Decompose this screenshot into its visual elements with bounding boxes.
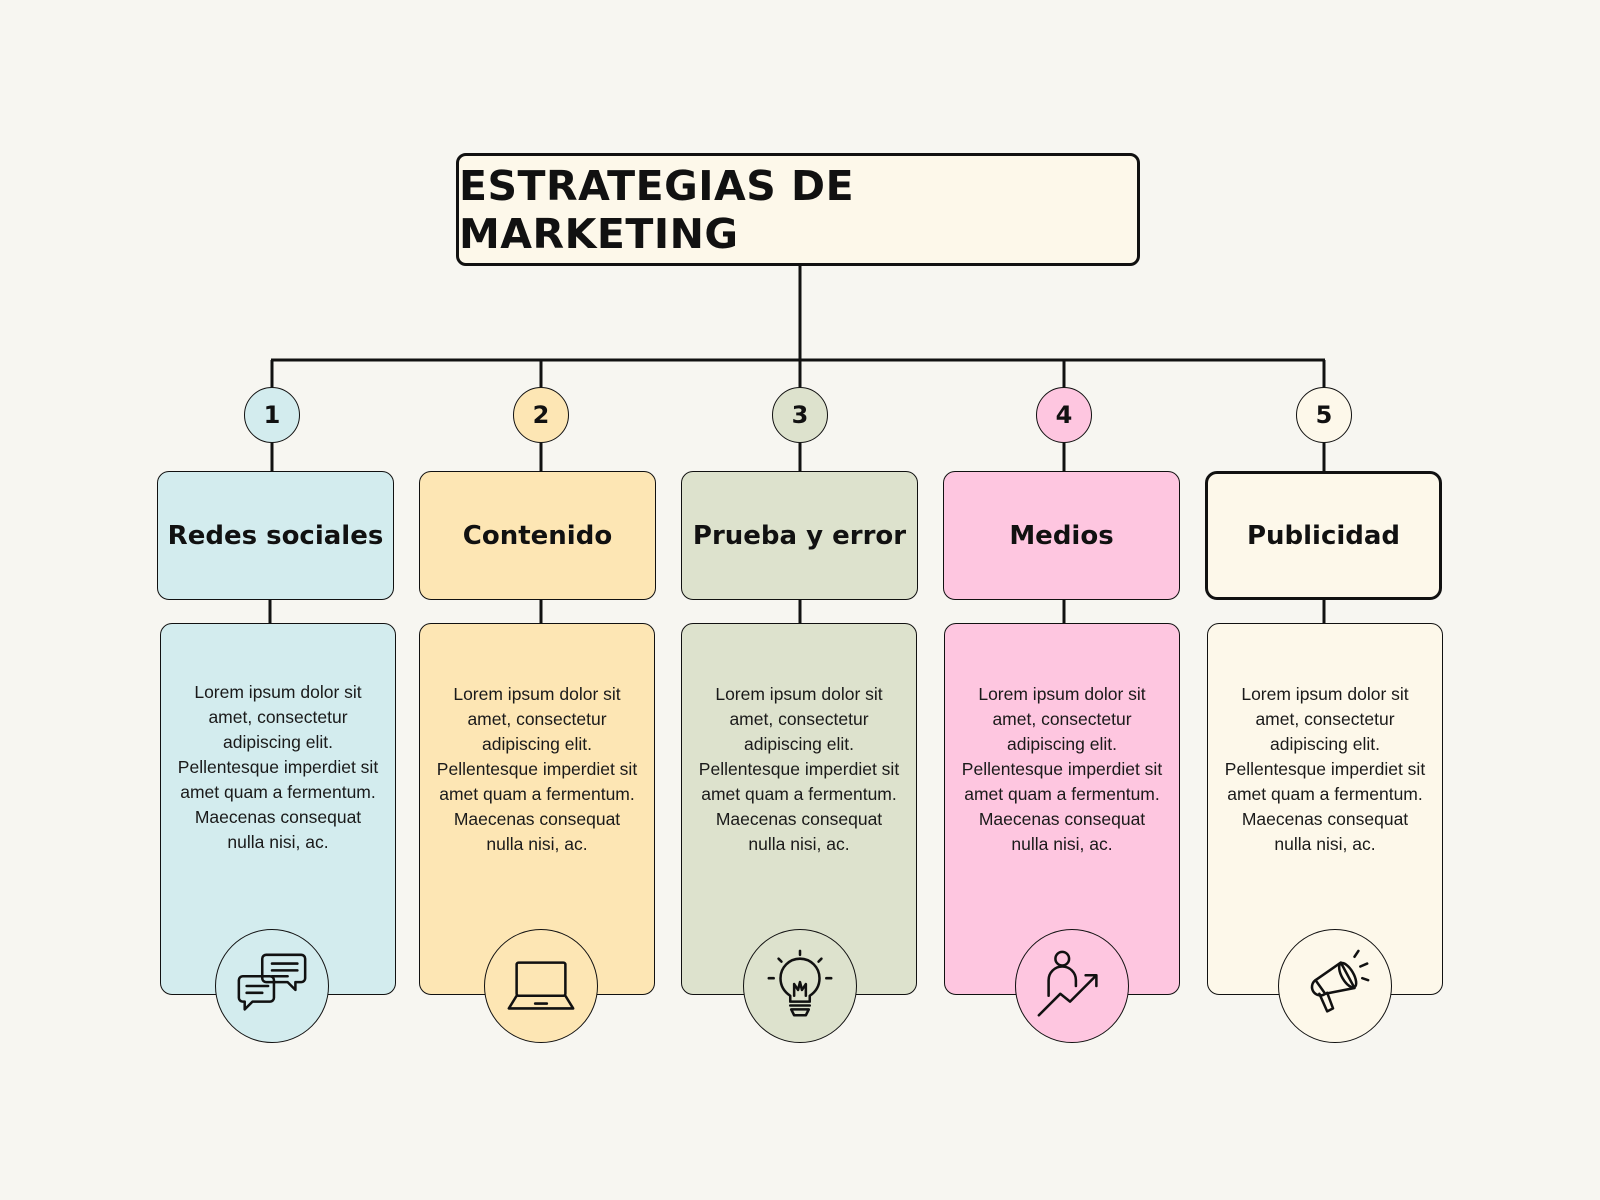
megaphone-icon xyxy=(1278,929,1392,1043)
strategy-description: Lorem ipsum dolor sit amet, consectetur … xyxy=(961,684,1163,854)
chat-bubbles-icon xyxy=(215,929,329,1043)
person-growth-icon xyxy=(1015,929,1129,1043)
strategy-description: Lorem ipsum dolor sit amet, consectetur … xyxy=(177,682,379,852)
strategy-heading-contenido: Contenido xyxy=(419,471,656,600)
step-number-4: 4 xyxy=(1036,387,1092,443)
step-number-3: 3 xyxy=(772,387,828,443)
strategy-description: Lorem ipsum dolor sit amet, consectetur … xyxy=(436,684,638,854)
strategy-heading-prueba-y-error: Prueba y error xyxy=(681,471,918,600)
step-number-2: 2 xyxy=(513,387,569,443)
strategy-heading-medios: Medios xyxy=(943,471,1180,600)
diagram-title: ESTRATEGIAS DE MARKETING xyxy=(456,153,1140,266)
step-number-5: 5 xyxy=(1296,387,1352,443)
step-number-1: 1 xyxy=(244,387,300,443)
strategy-heading-redes-sociales: Redes sociales xyxy=(157,471,394,600)
laptop-icon xyxy=(484,929,598,1043)
strategy-heading-publicidad: Publicidad xyxy=(1205,471,1442,600)
strategy-description: Lorem ipsum dolor sit amet, consectetur … xyxy=(1224,684,1426,854)
strategy-description: Lorem ipsum dolor sit amet, consectetur … xyxy=(698,684,900,854)
lightbulb-icon xyxy=(743,929,857,1043)
